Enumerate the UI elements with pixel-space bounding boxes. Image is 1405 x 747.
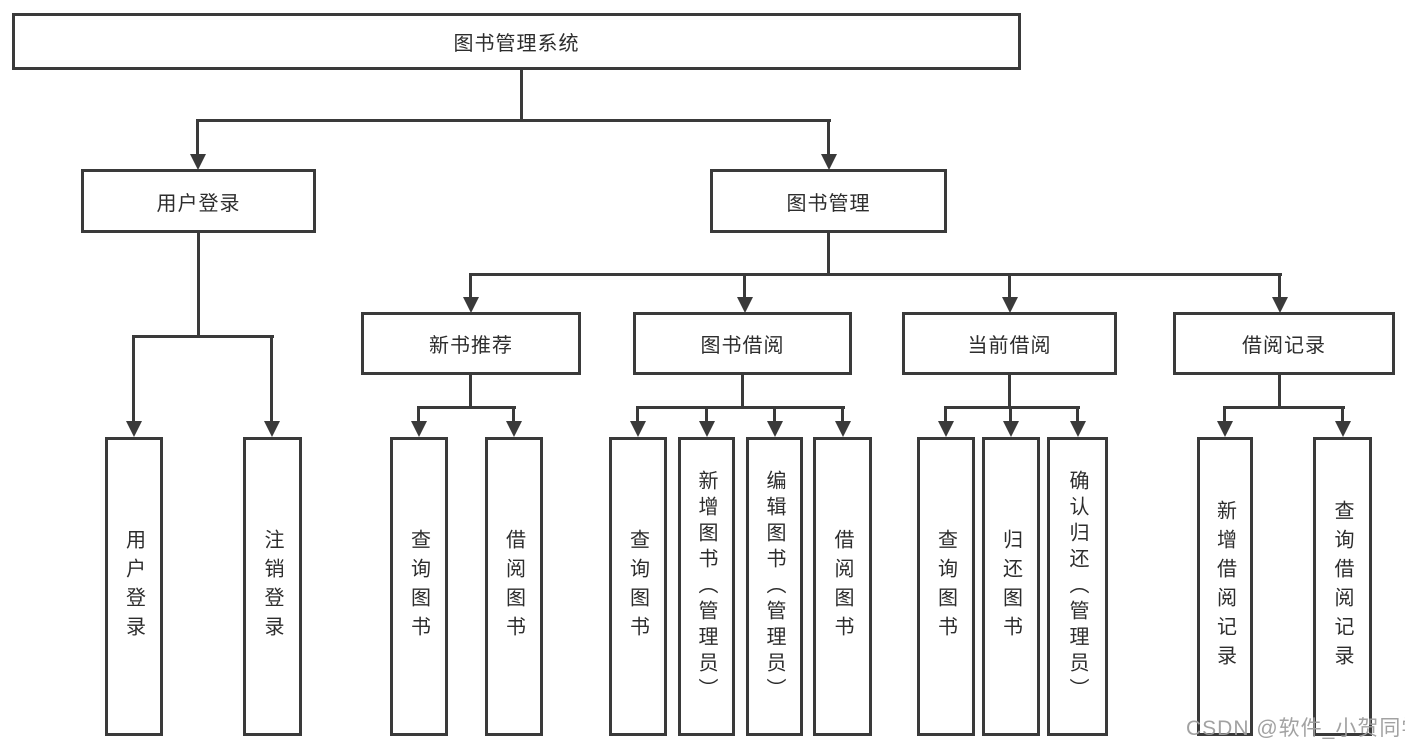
node-current-borrow-label: 当前借阅	[967, 335, 1052, 357]
connector-borrow-split	[637, 406, 845, 409]
connector-drop-bb-borrow	[841, 406, 844, 424]
connector-bookmgmt-trunk	[827, 233, 830, 275]
leaf-bb-query-book-label: 查询图书	[626, 528, 649, 645]
connector-drop-cb-confirm	[1076, 406, 1079, 424]
connector-drop-cb-return	[1009, 406, 1012, 424]
leaf-cb-confirm-return-admin-label: 确认归还（管理员）	[1066, 469, 1088, 704]
leaf-bb-borrow-book-label: 借阅图书	[831, 528, 853, 645]
leaf-nb-borrow-book: 借阅图书	[485, 437, 543, 736]
connector-drop-bb-add	[705, 406, 708, 424]
connector-userlogin-split	[133, 335, 274, 338]
connector-drop-br-query	[1341, 406, 1344, 424]
arrowhead-bb-add	[699, 421, 715, 437]
leaf-cb-confirm-return-admin: 确认归还（管理员）	[1047, 437, 1108, 736]
leaf-br-add-record: 新增借阅记录	[1197, 437, 1253, 736]
leaf-bb-edit-book-admin: 编辑图书（管理员）	[746, 437, 803, 736]
node-library-system: 图书管理系统	[12, 13, 1021, 70]
connector-drop-nb-query	[417, 406, 420, 424]
node-new-book-recommend-label: 新书推荐	[429, 335, 513, 357]
leaf-bb-add-book-admin-label: 新增图书（管理员）	[695, 469, 717, 704]
leaf-nb-query-book-label: 查询图书	[407, 528, 430, 645]
node-current-borrow: 当前借阅	[902, 312, 1117, 375]
connector-drop-book-borrow	[743, 273, 746, 299]
leaf-user-login: 用户登录	[105, 437, 163, 736]
connector-current-split	[945, 406, 1080, 409]
arrowhead-borrow-record	[1272, 297, 1288, 313]
arrowhead-book-borrow	[737, 297, 753, 313]
leaf-bb-edit-book-admin-label: 编辑图书（管理员）	[763, 469, 785, 704]
node-user-login: 用户登录	[81, 169, 316, 233]
connector-userlogin-trunk	[197, 233, 200, 338]
connector-newbook-split	[418, 406, 516, 409]
node-new-book-recommend: 新书推荐	[361, 312, 581, 375]
arrowhead-nb-query	[411, 421, 427, 437]
leaf-nb-query-book: 查询图书	[390, 437, 448, 736]
node-borrow-record: 借阅记录	[1173, 312, 1395, 375]
leaf-logout-label: 注销登录	[261, 528, 283, 645]
leaf-logout: 注销登录	[243, 437, 302, 736]
arrowhead-bb-query	[630, 421, 646, 437]
node-library-system-label: 图书管理系统	[453, 33, 580, 55]
arrowhead-bb-borrow	[835, 421, 851, 437]
connector-drop-nb-borrow	[512, 406, 515, 424]
arrowhead-cb-query	[938, 421, 954, 437]
leaf-bb-add-book-admin: 新增图书（管理员）	[678, 437, 735, 736]
connector-drop-logout	[270, 335, 273, 423]
arrowhead-logout	[264, 421, 280, 437]
leaf-br-query-record-label: 查询借阅记录	[1331, 499, 1353, 674]
connector-bookmgmt-split	[470, 273, 1282, 276]
arrowhead-cb-return	[1003, 421, 1019, 437]
arrowhead-nb-borrow	[506, 421, 522, 437]
csdn-watermark: CSDN @软件_小贺同学	[1186, 717, 1405, 740]
arrowhead-new-book	[463, 297, 479, 313]
leaf-cb-query-book: 查询图书	[917, 437, 975, 736]
connector-drop-bb-edit	[773, 406, 776, 424]
node-book-borrow: 图书借阅	[633, 312, 852, 375]
node-user-login-label: 用户登录	[156, 192, 241, 215]
connector-root-split	[197, 119, 831, 122]
arrowhead-book-mgmt	[821, 154, 837, 170]
connector-drop-user-login	[196, 119, 199, 159]
connector-drop-borrow-record	[1278, 273, 1281, 299]
arrowhead-current-borrow	[1002, 297, 1018, 313]
connector-record-split	[1224, 406, 1345, 409]
arrowhead-cb-confirm	[1070, 421, 1086, 437]
arrowhead-br-query	[1335, 421, 1351, 437]
leaf-cb-return-book: 归还图书	[982, 437, 1040, 736]
connector-root-trunk	[520, 70, 523, 121]
node-borrow-record-label: 借阅记录	[1242, 335, 1326, 357]
connector-drop-cb-query	[944, 406, 947, 424]
connector-drop-br-add	[1223, 406, 1226, 424]
connector-current-trunk	[1008, 375, 1011, 409]
leaf-bb-borrow-book: 借阅图书	[813, 437, 872, 736]
leaf-nb-borrow-book-label: 借阅图书	[502, 528, 525, 645]
connector-newbook-trunk	[469, 375, 472, 409]
arrowhead-bb-edit	[767, 421, 783, 437]
leaf-br-add-record-label: 新增借阅记录	[1213, 499, 1236, 674]
leaf-cb-return-book-label: 归还图书	[999, 528, 1022, 645]
connector-drop-new-book	[469, 273, 472, 299]
connector-borrow-trunk	[741, 375, 744, 409]
leaf-bb-query-book: 查询图书	[609, 437, 667, 736]
node-book-borrow-label: 图书借阅	[700, 335, 785, 357]
node-book-management-label: 图书管理	[786, 192, 871, 215]
arrowhead-user-login	[190, 154, 206, 170]
leaf-user-login-label: 用户登录	[122, 528, 145, 645]
connector-drop-bb-query	[636, 406, 639, 424]
connector-record-trunk	[1278, 375, 1281, 409]
arrowhead-login	[126, 421, 142, 437]
leaf-br-query-record: 查询借阅记录	[1313, 437, 1372, 736]
connector-drop-current-borrow	[1008, 273, 1011, 299]
node-book-management: 图书管理	[710, 169, 947, 233]
leaf-cb-query-book-label: 查询图书	[934, 528, 957, 645]
connector-drop-book-mgmt	[827, 119, 830, 159]
arrowhead-br-add	[1217, 421, 1233, 437]
connector-drop-login	[132, 335, 135, 423]
